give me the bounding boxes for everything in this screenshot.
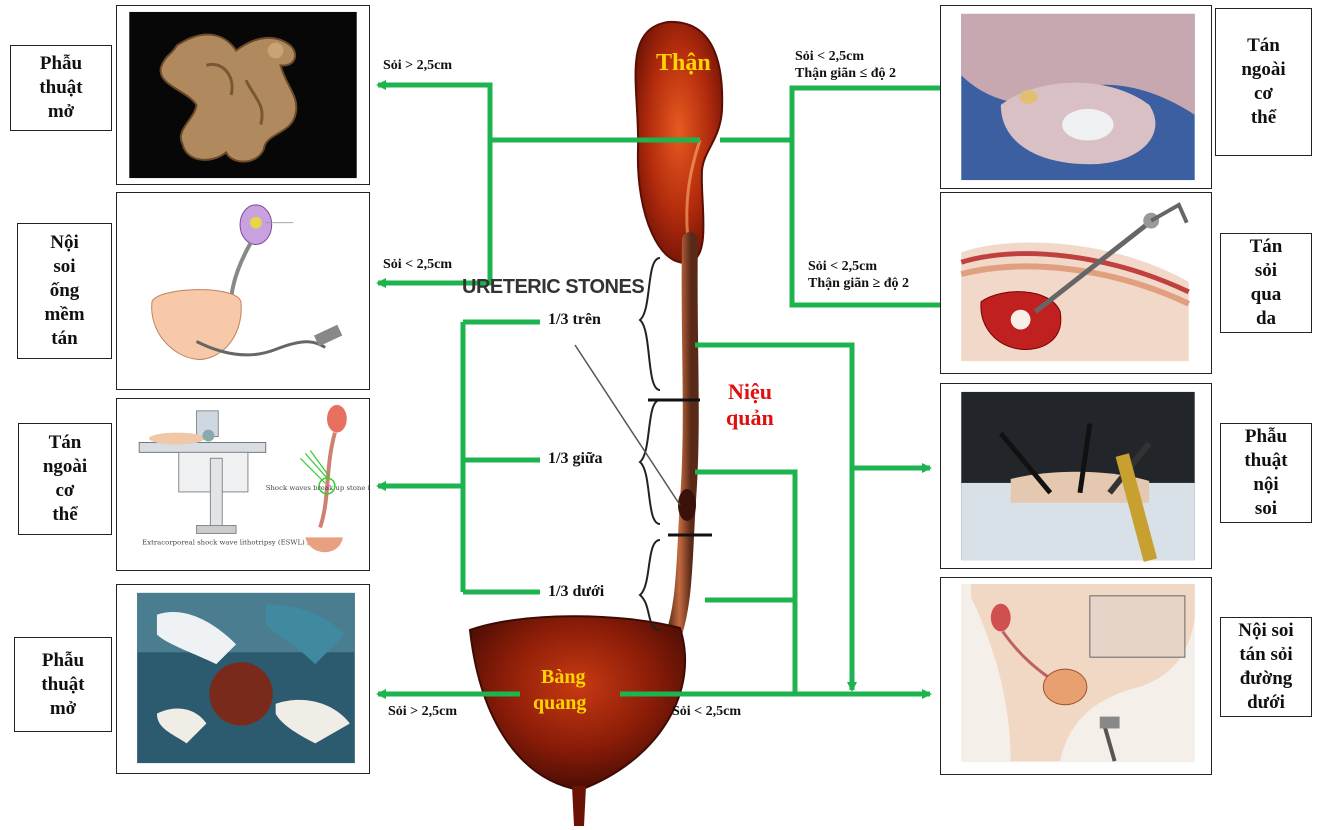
label-laparoscopy: Phẫu thuật nội soi xyxy=(1220,423,1312,523)
pcnl-illustration-icon xyxy=(941,193,1211,373)
image-flexible-ureteroscopy xyxy=(116,192,370,390)
bladder-label-line1: Bàng xyxy=(541,666,585,689)
condition-bladder-gt: Sỏi > 2,5cm xyxy=(388,704,457,720)
condition-right1-size: Sỏi < 2,5cm xyxy=(795,49,864,65)
condition-right2-dilation: Thận giãn ≥ độ 2 xyxy=(808,276,909,292)
label-flexible-ureteroscopy: Nội soi ống mềm tán xyxy=(17,223,112,359)
image-kidney-stone xyxy=(940,5,1212,189)
label-lower-tract-endoscopy: Nội soi tán sỏi đường dưới xyxy=(1220,617,1312,717)
condition-kidney-gt: Sỏi > 2,5cm xyxy=(383,58,452,74)
ureteroscopy-diagram-icon xyxy=(117,193,369,389)
image-staghorn-stone xyxy=(116,5,370,185)
condition-right2-size: Sỏi < 2,5cm xyxy=(808,259,877,275)
label-pcnl: Tán sỏi qua da xyxy=(1220,233,1312,333)
kidney-cross-section-icon xyxy=(941,6,1211,188)
segment-lower: 1/3 dưới xyxy=(546,583,606,601)
condition-bladder-lt: Sỏi < 2,5cm xyxy=(672,704,741,720)
ureter-label-line2: quản xyxy=(726,405,774,431)
staghorn-stone-icon xyxy=(117,6,369,184)
label-open-surgery-bladder: Phẫu thuật mở xyxy=(14,637,112,732)
ureter-label-line1: Niệu xyxy=(728,379,772,405)
eswl-machine-icon: Extracorporeal shock wave lithotripsy (E… xyxy=(117,399,369,570)
lower-tract-anatomy-icon xyxy=(941,578,1211,774)
segment-middle: 1/3 giữa xyxy=(546,450,605,468)
label-eswl-kidney: Tán ngoài cơ thể xyxy=(1215,8,1312,156)
bladder-label-line2: quang xyxy=(533,692,586,715)
kidney-label: Thận xyxy=(656,50,711,77)
label-eswl-ureter: Tán ngoài cơ thể xyxy=(18,423,112,535)
laparoscopy-photo-icon xyxy=(941,384,1211,568)
segment-upper: 1/3 trên xyxy=(546,311,603,329)
shock-wave-caption: Shock waves break up stone in ureter xyxy=(266,484,369,492)
image-pcnl xyxy=(940,192,1212,374)
bladder-surgery-photo-icon xyxy=(117,585,369,773)
image-lower-tract-endoscopy xyxy=(940,577,1212,775)
condition-kidney-lt: Sỏi < 2,5cm xyxy=(383,257,452,273)
image-laparoscopy xyxy=(940,383,1212,569)
ureteric-stones-label: URETERIC STONES xyxy=(462,276,644,299)
ureter-shape xyxy=(668,240,691,650)
image-open-bladder-surgery xyxy=(116,584,370,774)
image-eswl-machine: Extracorporeal shock wave lithotripsy (E… xyxy=(116,398,370,571)
label-open-surgery-kidney: Phẫu thuật mở xyxy=(10,45,112,131)
condition-right1-dilation: Thận giãn ≤ độ 2 xyxy=(795,66,896,82)
